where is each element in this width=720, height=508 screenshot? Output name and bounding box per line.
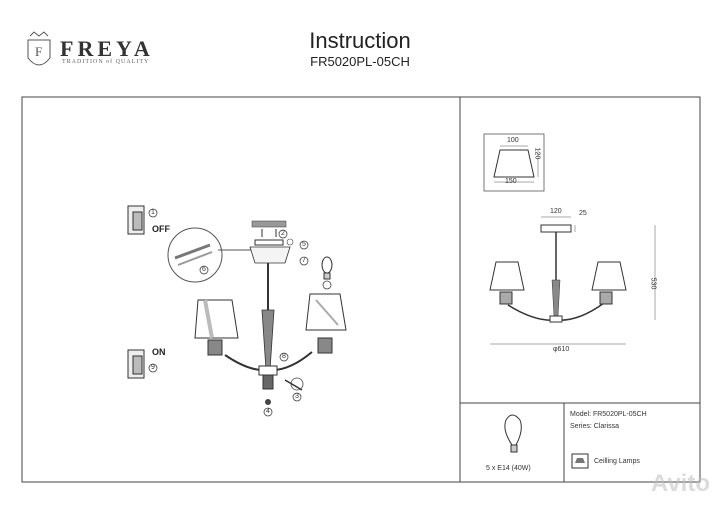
chandelier-dimension-drawing: [489, 216, 656, 345]
dim-canopy-height: 25: [579, 210, 587, 217]
on-label: ON: [152, 347, 166, 357]
brand-crest-icon: [27, 31, 51, 66]
shade-dimension-drawing: [483, 133, 545, 192]
lamp-type: Ceilling Lamps: [594, 458, 640, 465]
switch-off-icon: [127, 205, 158, 235]
series-line: Series: Clarissa: [570, 423, 620, 430]
specs-panel-frame: [459, 96, 701, 483]
switch-on-icon: [127, 349, 158, 379]
step-9: 9: [151, 364, 155, 371]
assembly-panel-frame: [21, 96, 461, 483]
wiring-detail-icon: [167, 227, 252, 283]
step-6: 6: [202, 266, 206, 273]
dim-diameter: φ610: [553, 346, 570, 353]
dim-shade-bottom: 150: [505, 178, 517, 185]
bulb-icon: [321, 256, 333, 290]
step-1: 1: [151, 209, 155, 216]
step-7: 7: [302, 257, 306, 264]
dim-canopy-width: 120: [550, 208, 562, 215]
step-2: 2: [281, 230, 285, 237]
model-line: Model: FR5020PL-05CH: [570, 411, 647, 418]
ceiling-lamp-icon: [571, 453, 589, 469]
off-label: OFF: [152, 224, 170, 234]
dim-total-height: 530: [649, 277, 657, 290]
brand-monogram: F: [35, 44, 43, 59]
dim-shade-top: 100: [507, 137, 519, 144]
brand-name: FREYA: [60, 36, 154, 61]
page-title: Instruction: [309, 28, 411, 53]
bulb-spec: 5 x E14 (40W): [486, 465, 531, 472]
model-code: FR5020PL-05CH: [310, 54, 410, 69]
step-5: 5: [302, 241, 306, 248]
dim-shade-height: 120: [533, 147, 541, 160]
step-8: 8: [282, 353, 286, 360]
bulb-spec-icon: [504, 414, 522, 453]
brand-tagline: TRADITION of QUALITY: [62, 59, 150, 65]
chandelier-assembly-icon: [194, 263, 347, 417]
step-3: 3: [295, 393, 299, 400]
watermark: Avito: [650, 470, 710, 497]
step-4: 4: [266, 408, 270, 415]
ceiling-mount-icon: [249, 220, 309, 266]
